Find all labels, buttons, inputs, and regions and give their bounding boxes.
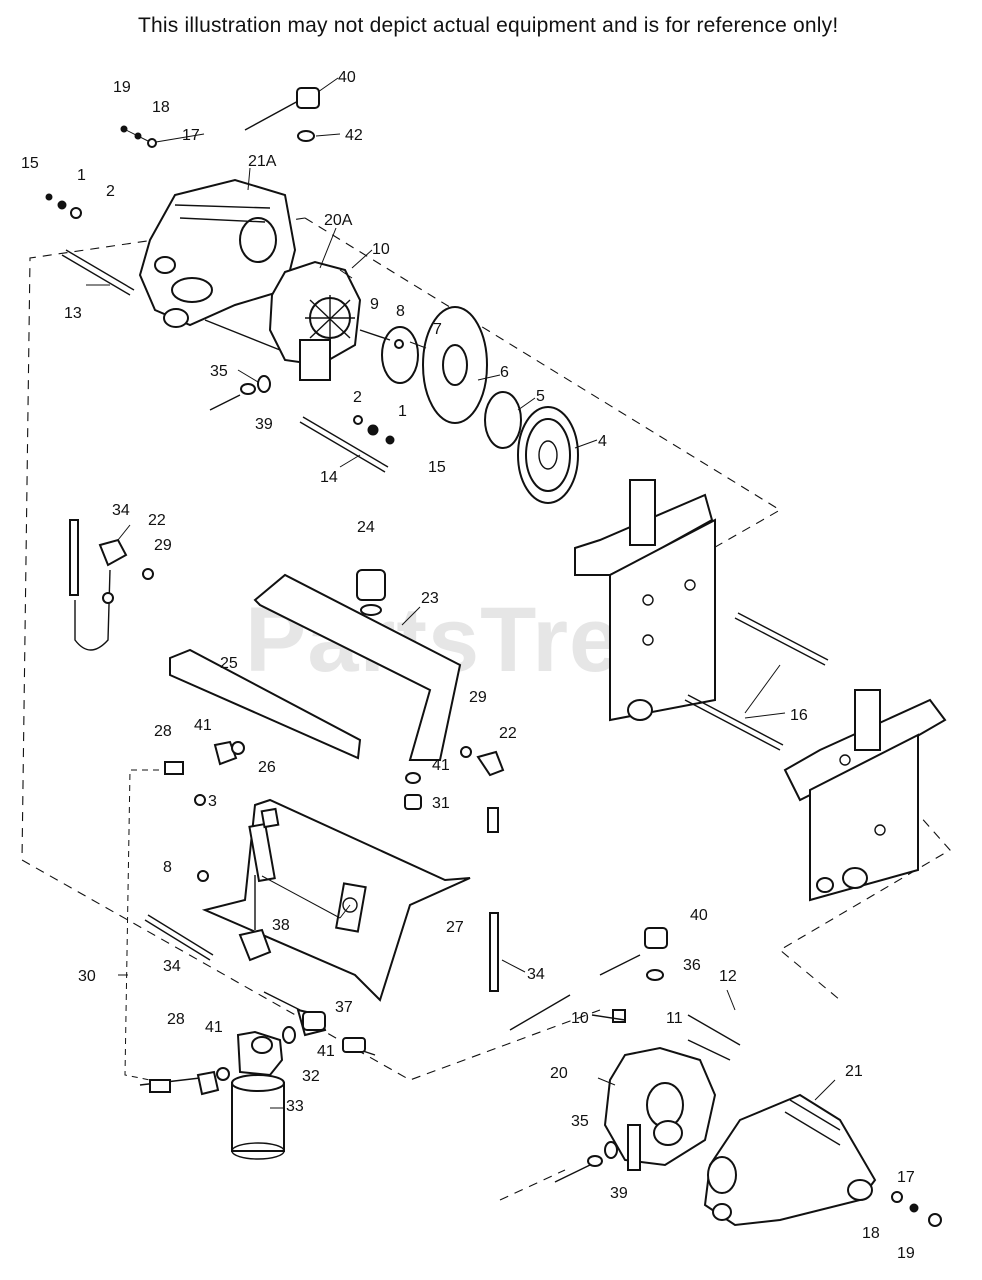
callout-4: 4 — [598, 433, 607, 450]
callout-10: 10 — [372, 241, 390, 258]
upper-bolts-and-fittings — [45, 87, 404, 473]
callout-41-center: 41 — [432, 757, 450, 774]
callout-2-lower: 2 — [353, 389, 362, 406]
callout-29: 29 — [154, 537, 172, 554]
callout-17-lower: 17 — [897, 1169, 915, 1186]
callout-5: 5 — [536, 388, 545, 405]
callout-18-lower: 18 — [862, 1225, 880, 1242]
callout-22-right: 22 — [499, 725, 517, 742]
callout-20a: 20A — [324, 212, 353, 229]
callout-2: 2 — [106, 183, 115, 200]
lower-pump-block — [591, 1014, 741, 1171]
pump-mount-plate — [169, 573, 462, 761]
callout-28: 28 — [154, 723, 172, 740]
callout-34-lower: 34 — [163, 958, 181, 975]
callout-21a: 21A — [248, 153, 277, 170]
callout-18: 18 — [152, 99, 170, 116]
callout-39: 39 — [255, 416, 273, 433]
callout-7: 7 — [433, 321, 442, 338]
callout-24: 24 — [357, 519, 375, 536]
callout-23: 23 — [421, 590, 439, 607]
frame-rail-lower — [783, 689, 947, 902]
callout-32: 32 — [302, 1068, 320, 1085]
callout-leaders — [86, 77, 836, 1109]
mounting-bracket-27 — [201, 798, 471, 1002]
frame-rail-upper — [574, 479, 716, 722]
callout-17: 17 — [182, 127, 200, 144]
callout-6: 6 — [500, 364, 509, 381]
callout-36: 36 — [683, 957, 701, 974]
callout-27: 27 — [446, 919, 464, 936]
lower-transmission-housing — [554, 1093, 942, 1227]
callout-37: 37 — [335, 999, 353, 1016]
callout-31: 31 — [432, 795, 450, 812]
callout-29-right: 29 — [469, 689, 487, 706]
callout-22: 22 — [148, 512, 166, 529]
callout-21: 21 — [845, 1063, 863, 1080]
callout-35: 35 — [210, 363, 228, 380]
callout-39-lower: 39 — [610, 1185, 628, 1202]
callout-34: 34 — [112, 502, 130, 519]
callout-1-lower: 1 — [398, 403, 407, 420]
callout-16: 16 — [790, 707, 808, 724]
callout-33: 33 — [286, 1098, 304, 1115]
callout-19-lower: 19 — [897, 1245, 915, 1262]
upper-transmission-housing — [138, 178, 297, 328]
callout-20: 20 — [550, 1065, 568, 1082]
callout-3: 3 — [208, 793, 217, 810]
callout-12: 12 — [719, 968, 737, 985]
callout-40: 40 — [338, 69, 356, 86]
callout-40-lower: 40 — [690, 907, 708, 924]
callout-34-right: 34 — [527, 966, 545, 983]
callout-25: 25 — [220, 655, 238, 672]
disclaimer-text: This illustration may not depict actual … — [138, 14, 839, 37]
callout-38: 38 — [272, 917, 290, 934]
callout-41-filter: 41 — [317, 1043, 335, 1060]
callout-8-lower: 8 — [163, 859, 172, 876]
callout-labels: 19 40 18 17 42 15 1 2 21A 20A 10 13 9 8 … — [21, 69, 915, 1262]
callout-8: 8 — [396, 303, 405, 320]
callout-42: 42 — [345, 127, 363, 144]
frame-bolts — [684, 612, 829, 751]
callout-9: 9 — [370, 296, 379, 313]
callout-41: 41 — [194, 717, 212, 734]
callout-19: 19 — [113, 79, 131, 96]
callout-28-lower: 28 — [167, 1011, 185, 1028]
hose-fittings — [98, 538, 668, 1096]
callout-41-lower: 41 — [205, 1019, 223, 1036]
callout-35-lower: 35 — [571, 1113, 589, 1130]
callout-26: 26 — [258, 759, 276, 776]
callout-15: 15 — [21, 155, 39, 172]
cooling-fan-and-pulley — [381, 306, 579, 504]
callout-1: 1 — [77, 167, 86, 184]
callout-15-lower: 15 — [428, 459, 446, 476]
callout-30: 30 — [78, 968, 96, 985]
callout-13: 13 — [64, 305, 82, 322]
callout-10-lower: 10 — [571, 1010, 589, 1027]
upper-pump-block — [268, 260, 362, 381]
callout-14: 14 — [320, 469, 338, 486]
callout-11: 11 — [666, 1010, 683, 1027]
